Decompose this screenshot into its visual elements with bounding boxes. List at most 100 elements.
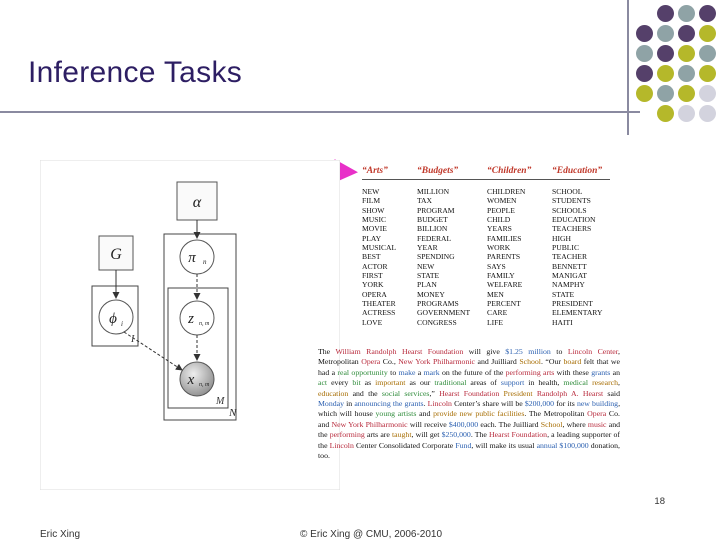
decorative-dot xyxy=(657,105,674,122)
topic-colored-word: announcing the grants xyxy=(354,399,424,409)
topic-colored-word: young artists xyxy=(375,409,417,419)
passage-text: , which will house xyxy=(318,399,621,419)
topic-header: “Education” xyxy=(552,166,603,176)
svg-text:ϕ: ϕ xyxy=(109,311,117,327)
decorative-dot xyxy=(657,45,674,62)
topic-word: WELFARE xyxy=(487,280,523,290)
topic-colored-word: Lincoln Center xyxy=(567,347,619,356)
svg-text:π: π xyxy=(188,250,196,266)
passage-text: a xyxy=(415,367,424,377)
topic-colored-word: Opera xyxy=(587,409,607,419)
svg-text:G: G xyxy=(110,246,122,263)
passage-text: . xyxy=(423,399,428,409)
passage-text: The xyxy=(318,347,336,356)
passage-text: for its xyxy=(554,399,577,409)
topic-word: TEACHER xyxy=(552,252,588,262)
passage-text: , xyxy=(618,378,620,388)
decorative-dot xyxy=(678,45,695,62)
topic-colored-word: annual $100,000 xyxy=(536,440,589,450)
decorative-dot xyxy=(636,85,653,102)
vertical-accent-rule xyxy=(627,0,629,135)
passage-text: arts are xyxy=(364,430,392,440)
pi-node: π n xyxy=(179,239,215,275)
topic-colored-word: Lincoln xyxy=(329,440,354,450)
topic-word: STATE xyxy=(552,289,575,299)
decorative-dot xyxy=(657,5,674,22)
decorative-dot xyxy=(699,65,716,82)
passage-text: felt that we had a xyxy=(318,357,620,377)
decorative-dot xyxy=(678,65,695,82)
passage-text: on the future of the xyxy=(439,367,506,377)
plate-M: M xyxy=(167,287,229,409)
topic-word: SHOW xyxy=(362,205,385,215)
decorative-dot xyxy=(678,25,695,42)
passage-text: . The Metropolitan xyxy=(524,409,588,419)
topic-colored-word: medical xyxy=(563,378,589,388)
topic-colored-word: bit xyxy=(352,378,361,388)
topic-colored-word: research xyxy=(592,378,619,388)
topic-word: MUSIC xyxy=(362,215,387,225)
decorative-dot xyxy=(678,5,695,22)
passage-text: an xyxy=(610,367,620,377)
topic-word: LIFE xyxy=(487,317,504,327)
title-underline-rule xyxy=(0,111,640,113)
decorative-dot xyxy=(678,85,695,102)
topic-word: CONGRESS xyxy=(417,317,457,327)
passage-text: with these xyxy=(554,367,592,377)
passage-text: ,” xyxy=(429,388,440,398)
topic-word: MILLION xyxy=(417,187,450,196)
topic-word: PROGRAM xyxy=(417,205,455,215)
passage-text: , Metropolitan xyxy=(318,347,620,367)
svg-text:i: i xyxy=(121,320,123,328)
topic-word: TEACHERS xyxy=(552,224,592,234)
topic-colored-word: traditional xyxy=(434,378,467,388)
decorative-dot xyxy=(699,105,716,122)
svg-text:I: I xyxy=(130,334,135,345)
passage-text: said xyxy=(603,388,620,398)
page-number: 18 xyxy=(654,496,665,507)
topic-header: “Children” xyxy=(487,166,532,176)
footer-author: Eric Xing xyxy=(40,529,81,540)
topic-colored-word: performing arts xyxy=(505,367,555,377)
slide-title: Inference Tasks xyxy=(28,56,243,89)
topic-word: BEST xyxy=(362,252,381,262)
topic-word: GOVERNMENT xyxy=(417,308,471,318)
topic-word: SCHOOLS xyxy=(552,205,587,215)
topic-word: MANIGAT xyxy=(552,271,588,281)
topic-colored-word: New York Philharmonic xyxy=(331,419,408,429)
topic-word: CHILD xyxy=(487,215,511,225)
passage-text: in health, xyxy=(524,378,564,388)
topic-colored-word: education xyxy=(318,388,349,398)
graphical-model: N M I α G π n ϕ i z n, m x n, m xyxy=(40,160,340,490)
topic-word: YEAR xyxy=(417,243,438,253)
topic-colored-word: Monday xyxy=(318,399,344,409)
topic-colored-word: Opera xyxy=(361,357,381,367)
topic-word: LOVE xyxy=(362,317,383,327)
svg-text:z: z xyxy=(187,311,194,327)
topic-word: PUBLIC xyxy=(552,243,580,253)
passage-text: will give xyxy=(463,347,506,356)
topic-word: THEATER xyxy=(362,299,396,309)
topic-word: YEARS xyxy=(487,224,512,234)
topic-word: FIRST xyxy=(362,271,383,281)
z-node: z n, m xyxy=(179,300,215,336)
topic-word: TAX xyxy=(417,196,432,206)
topic-colored-word: taught xyxy=(392,430,412,440)
topic-colored-word: performing xyxy=(329,430,365,440)
passage-text: to xyxy=(387,367,399,377)
topic-colored-word: real opportunity xyxy=(337,367,388,377)
topic-header-divider xyxy=(362,179,610,180)
topic-header: “Budgets” xyxy=(417,166,459,176)
topic-colored-word: $200,000 xyxy=(524,399,555,409)
passage-text: Center’s share will be xyxy=(451,399,525,409)
passage-text: and xyxy=(416,409,434,419)
passage-text: will receive xyxy=(407,419,449,429)
topic-colored-word: Hearst Foundation xyxy=(439,388,500,398)
topic-word: NEW xyxy=(362,187,380,196)
topic-word: ACTRESS xyxy=(362,308,396,318)
topic-colored-word: grants xyxy=(591,367,611,377)
G-node: G xyxy=(98,235,134,271)
